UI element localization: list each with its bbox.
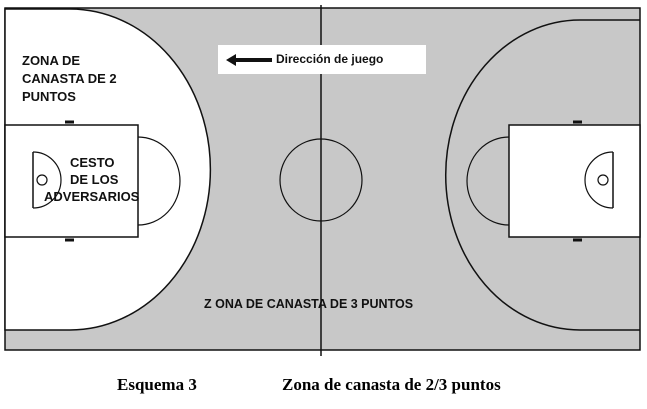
opponents-basket-label-line3: ADVERSARIOS bbox=[44, 189, 140, 204]
center-circle bbox=[279, 138, 363, 222]
opponents-basket-label-line1: CESTO bbox=[70, 155, 115, 170]
zone-two-points-label-line1: ZONA DE bbox=[22, 53, 81, 68]
arrow-left-icon bbox=[226, 54, 272, 66]
right-free-throw-circle bbox=[466, 136, 510, 226]
left-key bbox=[4, 124, 139, 238]
left-restricted-arc bbox=[32, 151, 62, 209]
left-basket bbox=[36, 174, 48, 186]
opponents-basket-label-line2: DE LOS bbox=[70, 172, 119, 187]
right-key bbox=[508, 124, 641, 238]
zone-two-points-label-line2: CANASTA DE 2 bbox=[22, 71, 117, 86]
zone-three-points-label: Z ONA DE CANASTA DE 3 PUNTOS bbox=[204, 297, 414, 311]
right-three-point-arc bbox=[444, 19, 640, 331]
direction-of-play-box: Dirección de juego bbox=[218, 45, 426, 74]
left-two-point-zone bbox=[4, 8, 212, 331]
figure-caption-number: Esquema 3 bbox=[117, 375, 197, 394]
direction-label: Dirección de juego bbox=[276, 52, 384, 66]
figure-caption-title: Zona de canasta de 2/3 puntos bbox=[282, 375, 501, 394]
right-basket bbox=[597, 174, 609, 186]
zone-two-points-label-line3: PUNTOS bbox=[22, 89, 76, 104]
left-free-throw-circle bbox=[137, 136, 181, 226]
right-restricted-arc bbox=[584, 151, 614, 209]
